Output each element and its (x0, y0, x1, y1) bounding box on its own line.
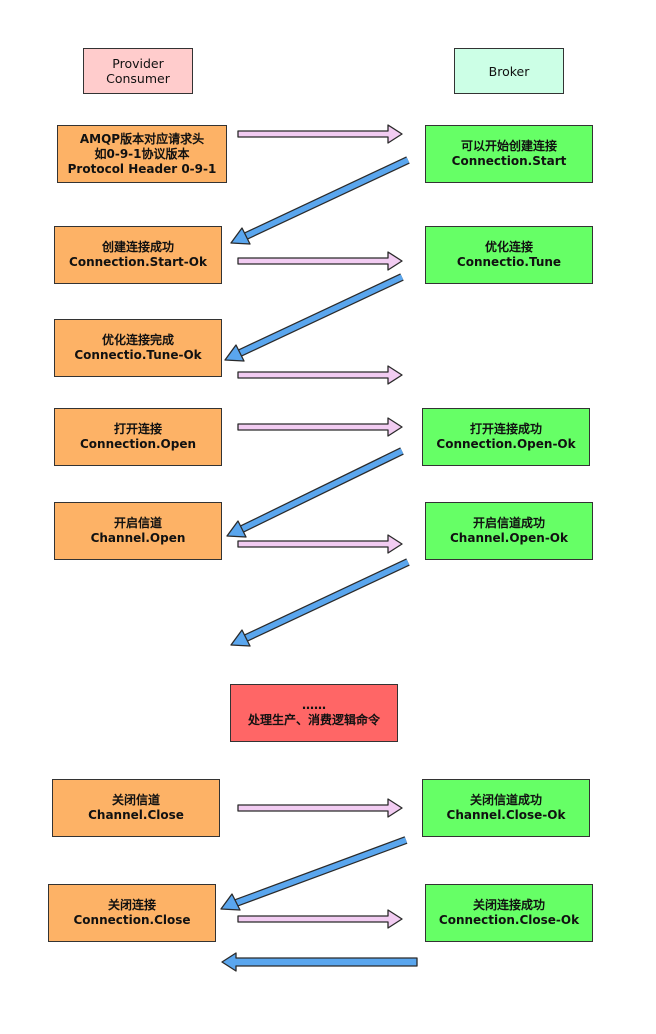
client-step-channel-close: 关闭信道 Channel.Close (52, 779, 220, 837)
response-arrow (220, 836, 408, 911)
response-arrow (226, 447, 404, 538)
client-step-label: 创建连接成功 (101, 240, 174, 254)
processing-ellipsis: …… (302, 698, 326, 712)
client-step-label: 关闭信道 (111, 793, 160, 807)
broker-step-connection-tune: 优化连接 Connectio.Tune (425, 226, 593, 284)
broker-step-label: Connection.Open-Ok (436, 437, 576, 451)
client-step-protocol-header: AMQP版本对应请求头 如0-9-1协议版本 Protocol Header 0… (57, 125, 227, 183)
client-step-channel-open: 开启信道 Channel.Open (54, 502, 222, 560)
broker-step-label: 打开连接成功 (469, 422, 542, 436)
broker-step-channel-open-ok: 开启信道成功 Channel.Open-Ok (425, 502, 593, 560)
broker-step-label: 可以开始创建连接 (460, 139, 557, 153)
request-arrow (237, 365, 403, 385)
client-step-label: Connectio.Tune-Ok (74, 348, 202, 362)
client-step-label: 关闭连接 (107, 898, 156, 912)
broker-step-label: 关闭信道成功 (469, 793, 542, 807)
client-step-label: Connection.Start-Ok (69, 255, 207, 269)
client-step-label: Channel.Open (90, 531, 186, 545)
request-arrow (237, 909, 403, 929)
client-step-label: AMQP版本对应请求头 (79, 131, 205, 146)
client-step-label: 打开连接 (113, 422, 162, 436)
response-arrow (224, 273, 404, 362)
broker-step-connection-start: 可以开始创建连接 Connection.Start (425, 125, 593, 183)
broker-step-label: 关闭连接成功 (472, 898, 545, 912)
request-arrow (237, 124, 403, 144)
broker-step-channel-close-ok: 关闭信道成功 Channel.Close-Ok (422, 779, 590, 837)
broker-step-label: Channel.Open-Ok (450, 531, 568, 545)
processing-commands-box: …… 处理生产、消费逻辑命令 (230, 684, 398, 742)
broker-step-label: 优化连接 (484, 240, 533, 254)
broker-step-label: Channel.Close-Ok (446, 808, 566, 822)
client-step-connection-start-ok: 创建连接成功 Connection.Start-Ok (54, 226, 222, 284)
client-step-connection-tune-ok: 优化连接完成 Connectio.Tune-Ok (54, 319, 222, 377)
request-arrow (237, 251, 403, 271)
request-arrow (237, 798, 403, 818)
client-header: Provider Consumer (83, 48, 193, 94)
client-header-line1: Provider (112, 56, 164, 71)
broker-step-label: Connection.Start (451, 154, 567, 168)
client-header-line2: Consumer (106, 71, 170, 86)
request-arrow (237, 417, 403, 437)
client-step-connection-open: 打开连接 Connection.Open (54, 408, 222, 466)
client-step-label: Protocol Header 0-9-1 (67, 161, 217, 176)
client-step-label: 优化连接完成 (101, 333, 174, 347)
broker-header-label: Broker (488, 63, 530, 79)
broker-step-connection-open-ok: 打开连接成功 Connection.Open-Ok (422, 408, 590, 466)
broker-step-label: 开启信道成功 (472, 516, 545, 530)
client-step-label: Connection.Open (79, 437, 197, 451)
processing-label: 处理生产、消费逻辑命令 (247, 713, 380, 727)
broker-step-connection-close-ok: 关闭连接成功 Connection.Close-Ok (425, 884, 593, 942)
response-arrow (230, 156, 410, 245)
request-arrow (237, 534, 403, 554)
client-step-connection-close: 关闭连接 Connection.Close (48, 884, 216, 942)
response-arrow (221, 952, 418, 972)
response-arrow (230, 558, 410, 647)
broker-step-label: Connectio.Tune (456, 255, 562, 269)
client-step-label: Channel.Close (88, 808, 184, 822)
client-step-label: 开启信道 (113, 516, 162, 530)
broker-step-label: Connection.Close-Ok (438, 913, 580, 927)
client-step-label: 如0-9-1协议版本 (94, 146, 190, 161)
client-step-label: Connection.Close (73, 913, 191, 927)
broker-header: Broker (454, 48, 564, 94)
